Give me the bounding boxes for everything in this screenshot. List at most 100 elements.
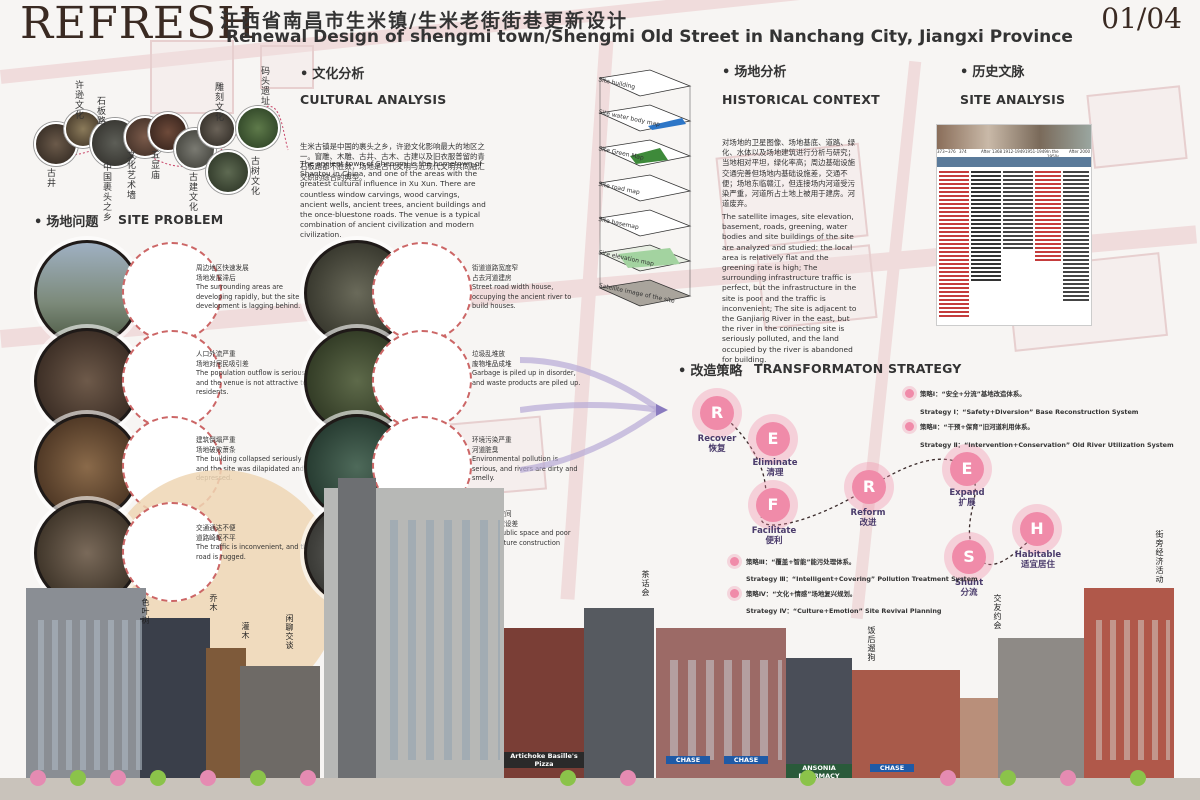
problem-cn: 人口外流严重 [196, 350, 236, 358]
window-grid [660, 660, 782, 760]
history-photo-strip [937, 125, 1091, 149]
skyline-label: 交友约会 [993, 594, 1002, 630]
store-sign: CHASE [870, 764, 914, 772]
tree-icon [560, 770, 576, 786]
title-chinese: 江西省南昌市生米镇/生米老街街巷更新设计 [220, 10, 628, 32]
strategy-heading-cn: 改造策略 [690, 364, 743, 379]
problem-text: 人口外流严重 场地对居民吸引差 The population outflow i… [196, 350, 316, 398]
problem-cn: 街道道路宽度窄 [472, 264, 519, 272]
flow-arrows [520, 357, 668, 473]
skyline-label: 闲聊交谈 [285, 614, 294, 650]
historical-text-en: The satellite images, site elevation, ba… [722, 212, 857, 364]
historical-heading-en: HISTORICAL CONTEXT [722, 92, 880, 107]
culture-label: 古井 [45, 168, 55, 188]
layer-stack-diagram [598, 69, 692, 307]
tree-icon [110, 770, 126, 786]
strategy-2-cn: 策略Ⅱ：“干预+保育”旧河道利用体系。 [920, 423, 1034, 431]
dock-photo [206, 150, 250, 194]
history-column-3 [1003, 171, 1033, 251]
problem-en: Street road width house, occupying the a… [472, 283, 572, 311]
building [140, 618, 210, 778]
historical-heading: •场地分析 [722, 65, 787, 80]
strategy-step-reform: R [852, 470, 886, 504]
step-label-en: Eliminate [752, 458, 798, 468]
tree-icon [800, 770, 816, 786]
cultural-heading: •文化分析 [300, 67, 365, 82]
step-label-cn: 便利 [765, 536, 783, 546]
strategy-bullet [905, 389, 914, 398]
tree-icon [70, 770, 86, 786]
history-heading: •历史文脉 [960, 65, 1025, 80]
step-label-en: Recover [697, 434, 737, 444]
strategy-4-en: Strategy Ⅳ：“Culture+Emotion” Site Reviva… [746, 607, 942, 615]
strategy-step-habitable: H [1020, 512, 1054, 546]
cultural-heading-en: CULTURAL ANALYSIS [300, 92, 447, 107]
carving-photo [198, 110, 236, 148]
culture-label: 古树文化 [249, 156, 259, 196]
problem-sketch [122, 502, 222, 602]
problem-cn: 废物堆品成堆 [472, 359, 512, 368]
problem-en: Garbage is piled up in disorder, and was… [472, 369, 581, 387]
step-label-en: Reform [850, 508, 886, 518]
culture-label: 中国裹头之乡 [101, 162, 111, 222]
step-label-cn: 分流 [960, 588, 978, 598]
strategy-heading-en: TRANSFORMATON STRATEGY [754, 361, 962, 376]
strategy-heading: •改造策略 [678, 364, 743, 379]
strategy-step-expand: E [950, 452, 984, 486]
cultural-text-cn: 生米古镇是中国的裹头之乡，许逊文化影响最大的地区之一。窗雕、木雕、古井、古木、古… [300, 142, 485, 182]
history-column-2 [971, 171, 1001, 281]
problem-cn: 场地发展滞后 [196, 273, 236, 282]
timeline-date: 374 [959, 149, 967, 154]
strategy-bullet [905, 422, 914, 431]
strategy-bullet [730, 589, 739, 598]
strategy-3-cn: 策略Ⅲ：“覆盖+智能”能污处理体系。 [746, 558, 856, 566]
window-grid [380, 520, 500, 760]
window-grid [30, 620, 142, 770]
skyline-label: 茶话会 [641, 570, 650, 597]
problem-cn: 周边地区快速发展 [196, 264, 249, 272]
building [786, 658, 852, 778]
problem-en: The traffic is inconvenient, and the roa… [196, 543, 312, 561]
timeline-date: 373~376 [937, 149, 956, 154]
skyline-label: 灌木 [241, 622, 250, 640]
culture-label: 码头遗址 [259, 66, 269, 106]
ancient-tree-photo [236, 106, 280, 150]
problem-cn: 建筑倒塌严重 [196, 436, 236, 444]
problem-text: 交通通达不便 道路崎岖不平 The traffic is inconvenien… [196, 524, 316, 562]
strategy-step-recover: R [700, 396, 734, 430]
building [206, 648, 246, 778]
problem-en: The surrounding areas are developing rap… [196, 283, 301, 311]
street-ground [0, 778, 1200, 800]
store-sign: Artichoke Basille's Pizza [504, 752, 584, 768]
tree-icon [1060, 770, 1076, 786]
tree-icon [1000, 770, 1016, 786]
skyline-label: 乔木 [209, 594, 218, 612]
tree-icon [1130, 770, 1146, 786]
history-column-4 [1035, 171, 1061, 261]
skyline-label: 饭后遛狗 [867, 626, 876, 662]
tree-icon [30, 770, 46, 786]
step-label-cn: 改进 [859, 518, 877, 528]
culture-label: 雕刻文化 [213, 82, 223, 122]
building [960, 698, 1000, 778]
strategy-step-eliminate: E [756, 422, 790, 456]
strategy-step-shunt: S [952, 540, 986, 574]
strategy-step-facilitate: F [756, 488, 790, 522]
problem-cn: 场地对居民吸引差 [196, 359, 249, 368]
culture-label: 古建文化 [187, 172, 197, 212]
strategy-1-cn: 策略Ⅰ：“安全+分流”基地改造体系。 [920, 390, 1026, 398]
step-label-en: Expand [949, 488, 985, 498]
culture-label: 文化艺术墙 [125, 150, 135, 200]
step-label-cn: 清理 [766, 468, 784, 478]
building [852, 670, 960, 778]
skyline-label: 街旁经济活动 [1155, 530, 1164, 584]
window-grid [1088, 620, 1170, 760]
culture-label: 石板路 [95, 96, 105, 126]
problem-cn: 环境污染严重 [472, 436, 512, 444]
skyline-label: 色叶树 [141, 598, 150, 625]
history-heading-cn: 历史文脉 [972, 65, 1025, 80]
store-sign: CHASE [666, 756, 710, 764]
